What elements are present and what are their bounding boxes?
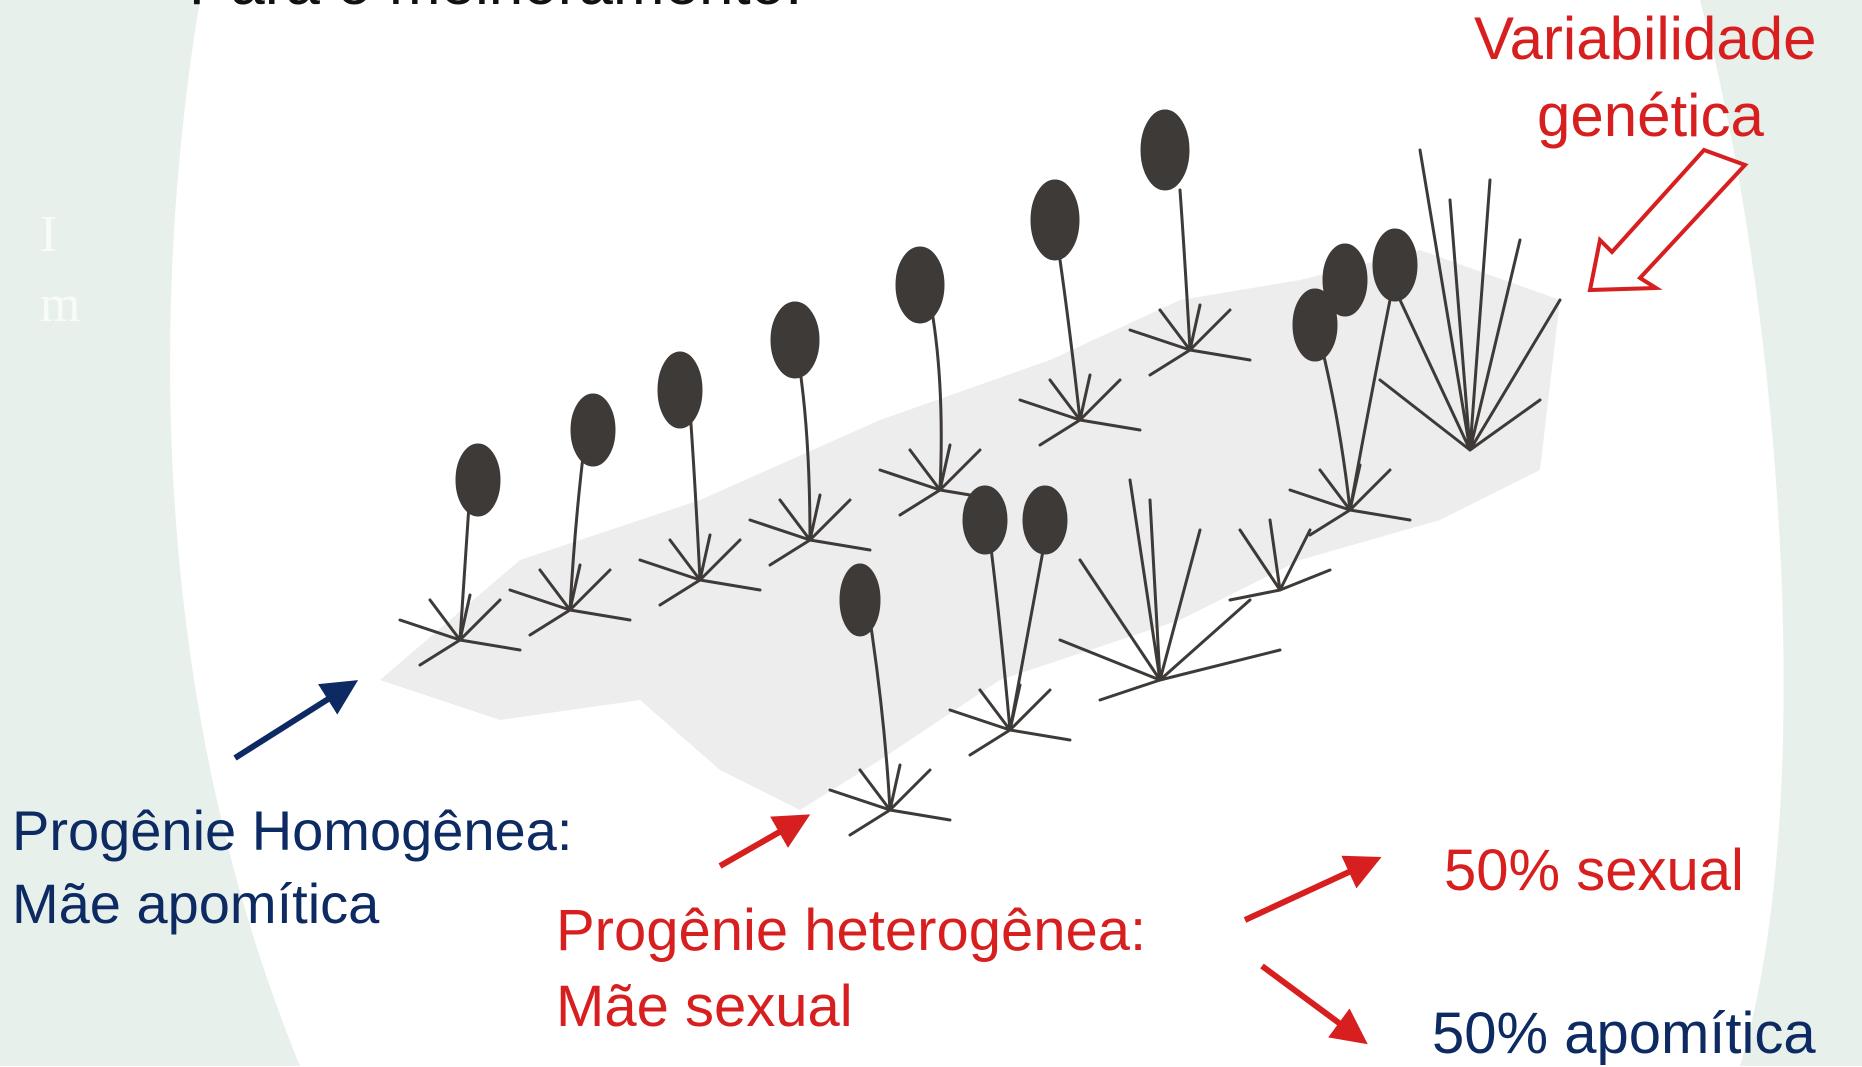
sexual-percentage-label: 50% sexual	[1444, 837, 1744, 904]
variabilidade-label-line-1: Variabilidade	[1474, 4, 1816, 73]
variabilidade-arrow-icon	[1590, 150, 1745, 290]
homogenea-label-line-1: Progênie Homogênea:	[12, 798, 572, 863]
homogenea-arrow	[235, 684, 352, 758]
variabilidade-label-line-2: genética	[1537, 81, 1764, 150]
apomitica-percentage-label: 50% apomítica	[1432, 1000, 1816, 1067]
slide-heading: • Para o melhoramento:	[150, 0, 802, 19]
faded-text-line-1: I	[40, 200, 80, 270]
apomitica-arrow	[1262, 966, 1362, 1040]
heterogenea-label-line-2: Mãe sexual	[556, 973, 853, 1040]
heterogenea-arrow	[720, 818, 804, 866]
homogenea-label-line-2: Mãe apomítica	[12, 871, 379, 936]
heterogenea-label-line-1: Progênie heterogênea:	[556, 897, 1146, 964]
faded-text-line-2: m	[40, 270, 80, 340]
sexual-arrow	[1245, 860, 1375, 920]
faded-background-text: I m	[40, 200, 80, 340]
